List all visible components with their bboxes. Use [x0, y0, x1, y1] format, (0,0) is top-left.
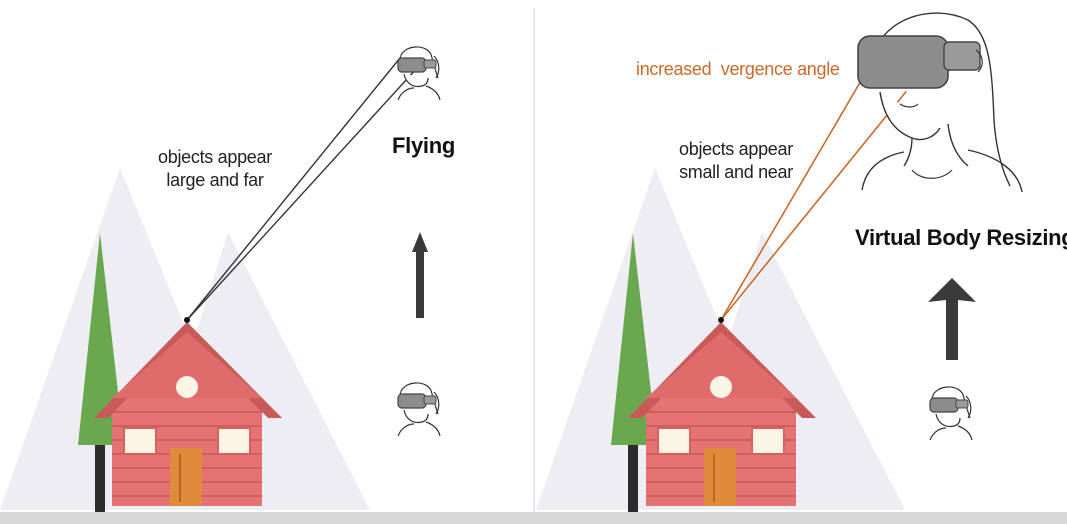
- annotation-line-1: objects appear: [150, 146, 280, 169]
- flying-title: Flying: [392, 132, 455, 160]
- up-arrow-icon: [412, 232, 428, 318]
- annotation-line-1: objects appear: [668, 138, 804, 161]
- annotation-line-2: large and far: [150, 169, 280, 192]
- person-with-vr-headset-icon: [858, 13, 1022, 192]
- roof-window: [710, 376, 732, 398]
- roof-apex-point: [184, 317, 190, 323]
- vergence-label: increased vergence angle: [636, 58, 840, 81]
- ground: [0, 512, 1067, 524]
- resizing-panel: [536, 13, 1022, 522]
- resizing-title: Virtual Body Resizing: [855, 224, 1067, 252]
- flying-panel: [0, 47, 440, 522]
- roof-apex-point: [718, 317, 724, 323]
- up-arrow-icon: [928, 278, 976, 360]
- person-with-vr-headset-icon: [398, 47, 440, 100]
- flying-annotation: objects appear large and far: [150, 146, 280, 191]
- resizing-annotation: objects appear small and near: [668, 138, 804, 183]
- house-icon: [112, 398, 262, 506]
- person-with-vr-headset-icon: [398, 383, 440, 436]
- annotation-line-2: small and near: [668, 161, 804, 184]
- roof-window: [176, 376, 198, 398]
- house-icon: [646, 398, 796, 506]
- person-with-vr-headset-icon: [930, 387, 972, 440]
- vergence-sightline: [721, 62, 930, 320]
